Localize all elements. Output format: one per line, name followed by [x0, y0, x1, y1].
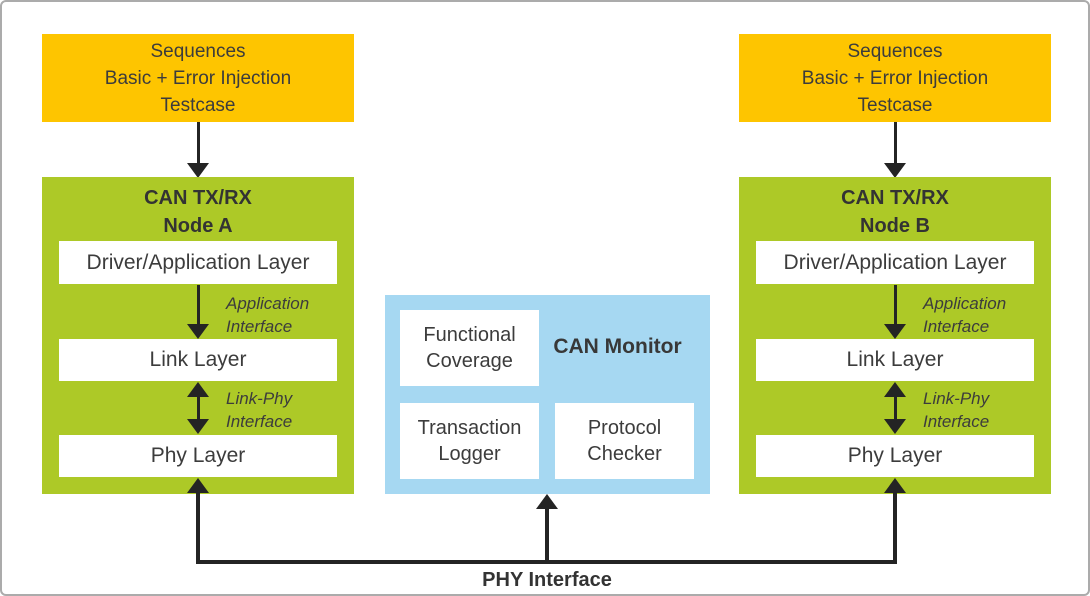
link-phy-interface-label: Link-Phy Interface — [226, 387, 292, 433]
arrow-driver-to-link — [197, 285, 200, 325]
arrowhead-up-icon — [884, 478, 906, 493]
arrowhead-up-icon — [884, 382, 906, 397]
node-a-title: CAN TX/RX Node A — [42, 184, 354, 240]
arrowhead-down-icon — [884, 419, 906, 434]
iface-line: Application — [226, 294, 310, 313]
node-title-line1: CAN TX/RX — [841, 187, 949, 209]
sequences-line: Testcase — [857, 94, 933, 116]
block-line: Coverage — [426, 350, 513, 372]
node-b-box: CAN TX/RX Node B Driver/Application Laye… — [739, 177, 1051, 494]
arrow-sequences-to-node-a — [197, 122, 200, 164]
block-line: Transaction — [417, 417, 522, 439]
sequences-box-node-a: Sequences Basic + Error Injection Testca… — [42, 34, 354, 122]
node-a-driver-application-layer: Driver/Application Layer — [59, 241, 337, 284]
sequences-line: Sequences — [150, 40, 246, 62]
arrowhead-up-icon — [536, 494, 558, 509]
arrowhead-down-icon — [187, 419, 209, 434]
iface-line: Interface — [923, 412, 990, 431]
phy-interface-label: PHY Interface — [482, 569, 612, 591]
layer-label: Link Layer — [846, 348, 944, 371]
arrowhead-down-icon — [884, 163, 906, 178]
sequences-line: Testcase — [160, 94, 236, 116]
node-b-phy-layer: Phy Layer — [756, 435, 1034, 477]
arrow-link-phy-bidirectional — [197, 393, 200, 423]
node-b-title: CAN TX/RX Node B — [739, 184, 1051, 240]
block-line: Checker — [587, 443, 662, 465]
arrowhead-down-icon — [187, 163, 209, 178]
node-b-driver-application-layer: Driver/Application Layer — [756, 241, 1034, 284]
layer-label: Driver/Application Layer — [783, 250, 1007, 274]
iface-line: Interface — [923, 317, 990, 336]
iface-line: Interface — [226, 412, 293, 431]
transaction-logger-block: Transaction Logger — [400, 403, 539, 479]
can-monitor-title: CAN Monitor — [553, 335, 682, 358]
arrow-link-phy-bidirectional — [894, 393, 897, 423]
arrowhead-up-icon — [187, 478, 209, 493]
iface-line: Link-Phy — [226, 389, 293, 408]
layer-label: Link Layer — [149, 348, 247, 371]
sequences-box-node-b: Sequences Basic + Error Injection Testca… — [739, 34, 1051, 122]
sequences-line: Sequences — [847, 40, 943, 62]
arrowhead-down-icon — [187, 324, 209, 339]
block-line: Protocol — [587, 417, 662, 439]
can-monitor-box: CAN Monitor Functional Coverage Transact… — [385, 295, 710, 494]
link-phy-interface-label: Link-Phy Interface — [923, 387, 989, 433]
node-a-box: CAN TX/RX Node A Driver/Application Laye… — [42, 177, 354, 494]
application-interface-label: Application Interface — [226, 292, 309, 338]
layer-label: Driver/Application Layer — [86, 250, 310, 274]
node-b-link-layer: Link Layer — [756, 339, 1034, 381]
block-line: Functional — [423, 324, 516, 346]
phy-bus-horizontal-line — [196, 560, 897, 564]
layer-label: Phy Layer — [847, 444, 943, 467]
protocol-checker-block: Protocol Checker — [555, 403, 694, 479]
arrowhead-down-icon — [884, 324, 906, 339]
sequences-line: Basic + Error Injection — [801, 67, 989, 89]
arrow-sequences-to-node-b — [894, 122, 897, 164]
node-title-line2: Node A — [163, 215, 233, 237]
application-interface-label: Application Interface — [923, 292, 1006, 338]
node-title-line1: CAN TX/RX — [144, 187, 252, 209]
node-a-phy-layer: Phy Layer — [59, 435, 337, 477]
node-title-line2: Node B — [860, 215, 930, 237]
arrowhead-up-icon — [187, 382, 209, 397]
iface-line: Interface — [226, 317, 293, 336]
iface-line: Application — [923, 294, 1007, 313]
arrow-bus-to-node-a-phy — [196, 491, 200, 562]
functional-coverage-block: Functional Coverage — [400, 310, 539, 386]
block-line: Logger — [438, 443, 501, 465]
node-a-link-layer: Link Layer — [59, 339, 337, 381]
arrow-driver-to-link — [894, 285, 897, 325]
arrow-bus-to-monitor — [545, 507, 549, 562]
arrow-bus-to-node-b-phy — [893, 491, 897, 562]
sequences-line: Basic + Error Injection — [104, 67, 292, 89]
layer-label: Phy Layer — [150, 444, 246, 467]
iface-line: Link-Phy — [923, 389, 990, 408]
